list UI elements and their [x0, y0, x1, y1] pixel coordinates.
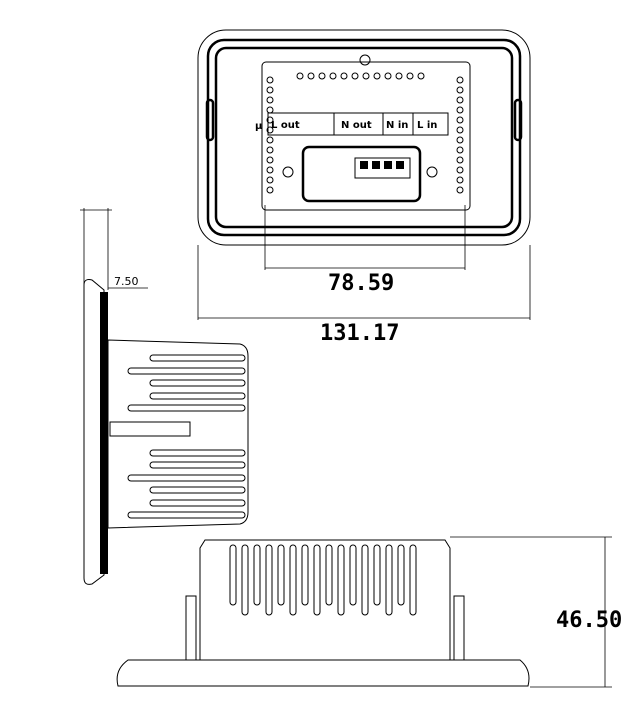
fin — [127, 474, 246, 482]
fin — [277, 544, 285, 606]
pin — [373, 72, 381, 80]
fin — [229, 544, 237, 606]
fin — [289, 544, 297, 616]
module-board — [261, 61, 471, 211]
fin — [373, 544, 381, 606]
dim-78-59: 78.59 — [328, 271, 394, 296]
pin — [456, 86, 464, 94]
fin — [301, 544, 309, 606]
body-bottom — [199, 539, 451, 661]
pin — [266, 116, 274, 124]
fin — [127, 404, 246, 412]
pin — [266, 76, 274, 84]
fin — [361, 544, 369, 616]
fin — [265, 544, 273, 616]
pin — [362, 72, 370, 80]
pin — [456, 136, 464, 144]
terminal-n-in: N in — [386, 120, 408, 131]
fin — [397, 544, 405, 606]
pin — [266, 146, 274, 154]
pin — [266, 106, 274, 114]
pin — [456, 96, 464, 104]
fin — [313, 544, 321, 616]
front-plate — [83, 279, 105, 585]
fin — [149, 461, 246, 469]
top-view: μ L out N out N in L in 78.59 131.17 — [197, 29, 531, 346]
pin — [351, 72, 359, 80]
pin — [266, 176, 274, 184]
pin — [456, 186, 464, 194]
dim-46-50: 46.50 — [556, 608, 622, 633]
pin-rows — [266, 72, 464, 194]
bottom-view: 46.50 — [116, 536, 622, 688]
pin — [318, 72, 326, 80]
pin — [456, 106, 464, 114]
pin — [395, 72, 403, 80]
pin — [296, 72, 304, 80]
fin — [127, 511, 246, 519]
side-view: 7.50 — [80, 208, 249, 585]
pin — [266, 156, 274, 164]
dim-7-50: 7.50 — [114, 275, 139, 288]
fin — [127, 367, 246, 375]
screw-side — [109, 421, 191, 437]
screw-right — [453, 595, 465, 661]
inner-frame-2 — [214, 46, 514, 229]
fin — [149, 379, 246, 387]
pin — [456, 116, 464, 124]
pin — [456, 76, 464, 84]
pin — [417, 72, 425, 80]
pin — [456, 156, 464, 164]
pin — [384, 72, 392, 80]
pin — [456, 126, 464, 134]
fin — [385, 544, 393, 616]
fin — [337, 544, 345, 616]
pin — [266, 186, 274, 194]
fin — [149, 449, 246, 457]
clip-left — [205, 98, 215, 142]
fin — [149, 486, 246, 494]
dip-switch — [354, 157, 411, 179]
fin — [325, 544, 333, 606]
clip-right — [513, 98, 523, 142]
plate-edge — [100, 292, 108, 574]
pin — [266, 136, 274, 144]
pin — [307, 72, 315, 80]
terminal-prefix: μ — [255, 121, 263, 132]
pin — [266, 126, 274, 134]
fin — [241, 544, 249, 616]
connector-box — [301, 145, 422, 203]
pin — [329, 72, 337, 80]
pin — [456, 146, 464, 154]
dim-131-17: 131.17 — [320, 321, 399, 346]
fin — [253, 544, 261, 606]
fin — [149, 499, 246, 507]
pin — [456, 176, 464, 184]
pin — [340, 72, 348, 80]
fin — [149, 354, 246, 362]
screw-left — [185, 595, 197, 661]
pin — [406, 72, 414, 80]
fin — [409, 544, 417, 616]
inner-frame — [206, 38, 522, 237]
terminal-l-out: L out — [271, 120, 300, 131]
fin — [349, 544, 357, 606]
base-plate — [116, 659, 530, 687]
body-side — [107, 339, 249, 529]
pin — [456, 166, 464, 174]
pin — [266, 96, 274, 104]
terminal-n-out: N out — [341, 120, 372, 131]
pin — [266, 86, 274, 94]
terminal-strip — [267, 112, 449, 136]
outer-frame — [197, 29, 531, 246]
terminal-l-in: L in — [417, 120, 437, 131]
pin — [266, 166, 274, 174]
fin — [149, 392, 246, 400]
